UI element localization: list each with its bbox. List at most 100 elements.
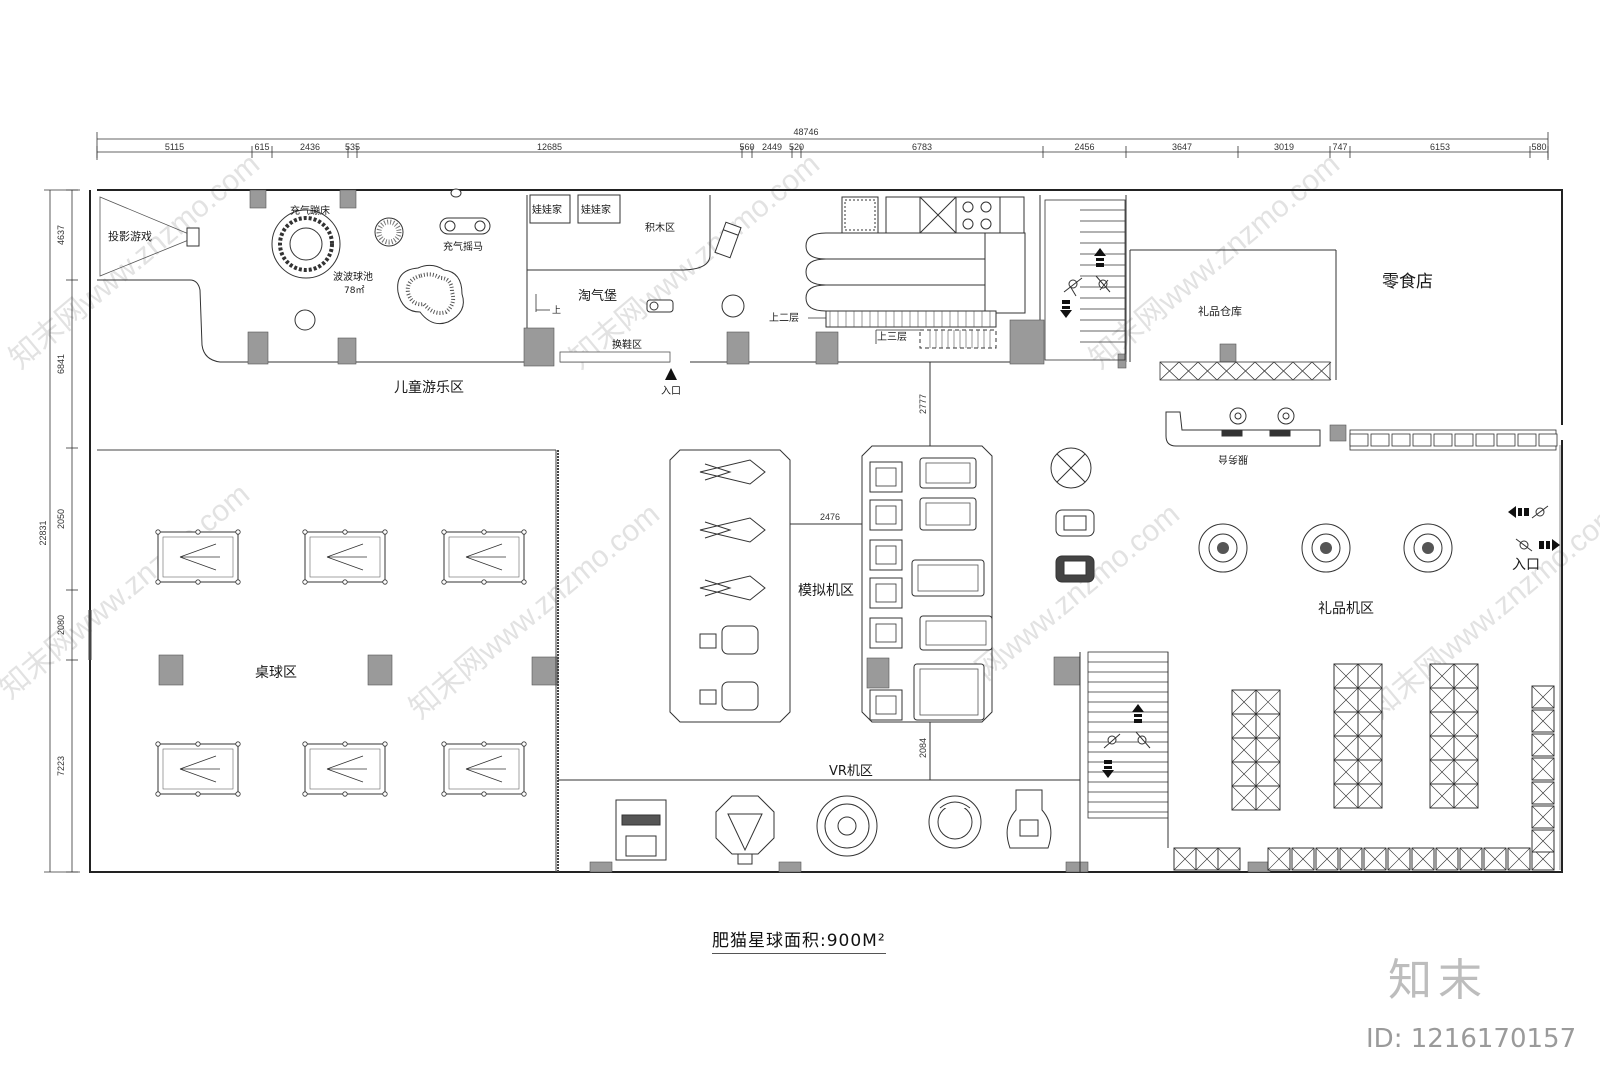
middle-right-icons [1050, 447, 1095, 583]
stair-ticks [829, 311, 991, 348]
label-inflatable-horse: 充气摇马 [443, 240, 483, 253]
claw-machine-bank [1231, 689, 1281, 811]
simulator-cabinet [869, 539, 903, 571]
brand-logo: 知末 [1388, 955, 1488, 1006]
image-id: ID: 1216170157 [1366, 1024, 1577, 1054]
vr-machines [615, 789, 1052, 865]
watermark-4: 知末网www.znzmo.com [0, 478, 256, 706]
dimension-segment: 3019 [1274, 142, 1294, 152]
label-snack-shop: 零食店 [1382, 272, 1433, 292]
label-ball-pool: 波波球池 [333, 270, 373, 283]
bottom-cabinets [1173, 847, 1555, 871]
projection-game-area: 投影游戏 [99, 196, 200, 277]
billiards-walls [88, 449, 559, 872]
dimension-segment: 2080 [56, 615, 66, 635]
dimension-segment: 3647 [1172, 142, 1192, 152]
label-to-second-floor: 上二层 [769, 312, 799, 324]
third-floor-arrow [875, 329, 920, 344]
simulator-cabinet [869, 577, 903, 609]
label-naughty-castle: 淘气堡 [578, 288, 617, 304]
dimension-2777: 2777 [918, 394, 928, 414]
dimension-segment: 520 [789, 142, 804, 152]
pillars [158, 189, 1347, 873]
label-doll-house-2: 娃娃家 [581, 203, 611, 216]
simulator-car [919, 457, 977, 489]
ball-pool-icon [397, 264, 464, 325]
label-children-area: 儿童游乐区 [394, 379, 464, 396]
dimension-segment: 6783 [912, 142, 932, 152]
simulator-seat [699, 625, 759, 655]
doll-houses [529, 194, 621, 224]
billiard-tables [155, 529, 527, 797]
simulator-jet [699, 575, 766, 601]
watermark-7: 知末网www.znzmo.com [1363, 498, 1600, 726]
simulator-cabinet [869, 617, 903, 649]
right-cabinets [1531, 685, 1555, 853]
label-entrance-1: 入口 [661, 386, 681, 397]
claw-machines [1198, 523, 1479, 811]
castle-ball-icon [721, 294, 745, 318]
dimension-total: 48746 [793, 127, 818, 137]
label-gift-storage: 礼品仓库 [1198, 304, 1242, 318]
billiard-table [155, 529, 241, 585]
dimension-segment: 6841 [56, 354, 66, 374]
billiard-table [302, 741, 388, 797]
dimension-segment: 5115 [165, 142, 184, 152]
simulator-car [919, 497, 977, 531]
dimension-segment: 2436 [300, 142, 320, 152]
outer-walls [89, 189, 1563, 873]
label-vr-area: VR机区 [829, 764, 873, 779]
billiard-table [441, 741, 527, 797]
dimension-2476: 2476 [820, 512, 840, 522]
dimension-segment: 560 [739, 142, 754, 152]
dimension-segment: 747 [1332, 142, 1347, 152]
watermark-1: 知末网www.znzmo.com [3, 148, 266, 376]
watermark-2: 知末网www.znzmo.com [563, 148, 826, 376]
billiard-table [441, 529, 527, 585]
service-desk [1165, 411, 1321, 447]
stair-arrow-up-icon [1060, 248, 1106, 318]
dimension-segment: 535 [345, 142, 360, 152]
simulator-car [913, 663, 985, 721]
label-trampoline: 充气蹦床 [290, 204, 330, 217]
entrance-arrow-icon [665, 368, 677, 380]
label-building-blocks: 积木区 [645, 222, 675, 234]
label-shoe-change: 换鞋区 [612, 338, 642, 351]
label-to-third-floor: 上三层 [877, 331, 907, 343]
simulator-jet [699, 459, 766, 485]
slide-structure [805, 196, 1026, 349]
claw-machine-round [1198, 523, 1248, 573]
dimension-segment: 2050 [56, 509, 66, 529]
small-ball-icon [294, 309, 316, 331]
label-ball-pool-area: 78㎡ [344, 285, 364, 296]
simulator-cabinet [869, 689, 903, 721]
dimension-segment: 615 [254, 142, 269, 152]
dimension-segment: 6153 [1430, 142, 1450, 152]
gift-storage-walls [1129, 249, 1337, 380]
person-icon-entrance [1515, 505, 1549, 552]
watermark-3: 知末网www.znzmo.com [1083, 148, 1346, 376]
label-billiards: 桌球区 [255, 665, 297, 681]
simulator-cabinet [869, 499, 903, 531]
floor-area-caption: 肥猫星球面积:900M² [712, 926, 886, 954]
dimension-segment: 2449 [762, 142, 782, 152]
billiard-table [302, 529, 388, 585]
person-icon [1063, 275, 1111, 297]
label-doll-house-1: 娃娃家 [532, 203, 562, 216]
castle-ride-icon [646, 299, 674, 313]
shelf-row [1159, 361, 1332, 381]
simulator-car [911, 559, 985, 597]
simulator-cabinet [869, 461, 903, 493]
ball-icon [374, 217, 404, 247]
stair-arrow-icons [1102, 704, 1144, 778]
staircase-top [1044, 199, 1126, 361]
dimension-2084: 2084 [918, 738, 928, 758]
staircase-bottom [1087, 651, 1169, 819]
simulator-walls [669, 362, 993, 780]
simulator-seat [699, 681, 759, 711]
simulator-car [919, 615, 993, 651]
up-arrow [535, 294, 550, 312]
simulator-machines [699, 457, 993, 721]
display-cabinets [1349, 429, 1558, 451]
